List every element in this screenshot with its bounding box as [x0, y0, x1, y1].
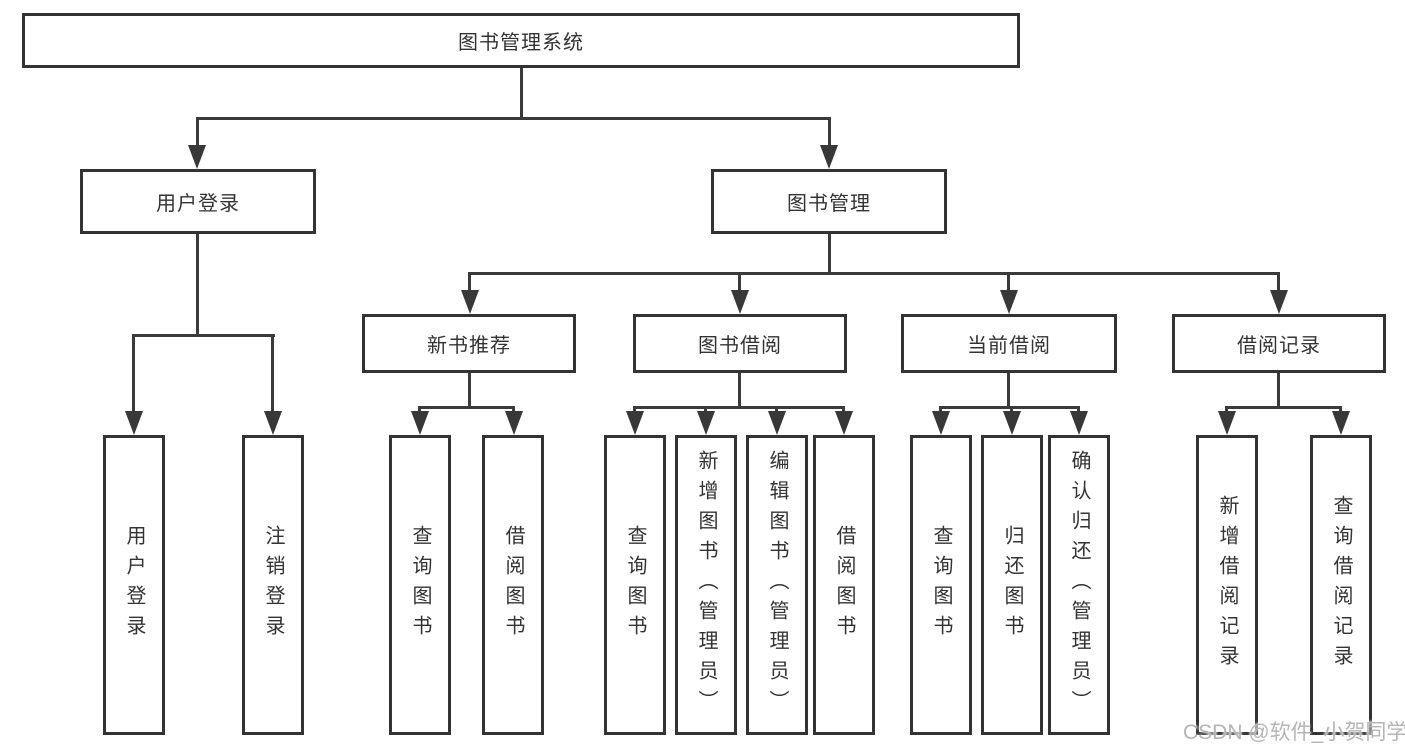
leaf-user-login-label: 用户登录: [123, 525, 145, 645]
node-borrow-records-label: 借阅记录: [1237, 335, 1321, 357]
node-new-book-recommend-label: 新书推荐: [427, 335, 511, 357]
arrowhead-down-icon: [1000, 290, 1018, 314]
connector-line: [520, 68, 523, 120]
arrowhead-down-icon: [505, 411, 523, 435]
arrowhead-down-icon: [1003, 411, 1021, 435]
leaf-add-borrow-record: 新增借阅记录: [1196, 435, 1258, 735]
node-new-book-recommend: 新书推荐: [362, 314, 576, 373]
connector-line: [196, 117, 199, 147]
leaf-borrow-books: 借阅图书: [813, 435, 875, 735]
connector-line: [132, 334, 135, 412]
arrowhead-down-icon: [768, 411, 786, 435]
node-book-borrow: 图书借阅: [633, 314, 847, 373]
connector-line: [939, 406, 1080, 409]
leaf-query-books-current: 查询图书: [910, 435, 972, 735]
arrowhead-down-icon: [697, 411, 715, 435]
arrowhead-down-icon: [731, 290, 749, 314]
arrowhead-down-icon: [264, 411, 282, 435]
leaf-return-book: 归还图书: [981, 435, 1043, 735]
node-root: 图书管理系统: [22, 13, 1020, 68]
arrowhead-down-icon: [411, 411, 429, 435]
arrowhead-down-icon: [626, 411, 644, 435]
connector-line: [738, 373, 741, 409]
node-user-login-label: 用户登录: [156, 193, 240, 215]
leaf-borrow-books-recommend-label: 借阅图书: [502, 525, 524, 645]
leaf-logout-label: 注销登录: [262, 525, 284, 645]
connector-line: [775, 406, 778, 412]
node-book-management-label: 图书管理: [787, 193, 871, 215]
connector-line: [468, 373, 471, 409]
arrowhead-down-icon: [125, 411, 143, 435]
connector-line: [633, 406, 845, 409]
node-root-label: 图书管理系统: [458, 32, 584, 54]
leaf-add-book-admin-label: 新增图书（管理员）: [695, 450, 717, 720]
connector-line: [828, 117, 831, 147]
connector-line: [132, 334, 275, 337]
connector-line: [828, 234, 831, 275]
connector-line: [738, 272, 741, 290]
arrowhead-down-icon: [932, 411, 950, 435]
node-book-borrow-label: 图书借阅: [698, 335, 782, 357]
leaf-user-login: 用户登录: [103, 435, 165, 735]
node-user-login: 用户登录: [80, 169, 316, 234]
arrowhead-down-icon: [461, 290, 479, 314]
leaf-query-books-borrow-label: 查询图书: [624, 525, 646, 645]
connector-line: [512, 406, 515, 412]
connector-line: [418, 406, 421, 412]
connector-line: [468, 272, 1280, 275]
leaf-confirm-return-admin-label: 确认归还（管理员）: [1068, 450, 1090, 720]
connector-line: [939, 406, 942, 412]
connector-line: [633, 406, 636, 412]
arrowhead-down-icon: [188, 145, 206, 169]
connector-line: [196, 234, 199, 337]
arrowhead-down-icon: [835, 411, 853, 435]
leaf-add-book-admin: 新增图书（管理员）: [675, 435, 737, 735]
node-book-management: 图书管理: [711, 169, 947, 234]
connector-line: [704, 406, 707, 412]
leaf-borrow-books-label: 借阅图书: [833, 525, 855, 645]
connector-line: [1339, 406, 1342, 412]
leaf-query-books-borrow: 查询图书: [604, 435, 666, 735]
connector-line: [418, 406, 515, 409]
connector-line: [1007, 272, 1010, 290]
leaf-query-borrow-record-label: 查询借阅记录: [1330, 495, 1352, 675]
connector-line: [1007, 373, 1010, 409]
node-borrow-records: 借阅记录: [1172, 314, 1386, 373]
node-current-borrow-label: 当前借阅: [967, 335, 1051, 357]
leaf-query-books-current-label: 查询图书: [930, 525, 952, 645]
connector-line: [468, 272, 471, 290]
leaf-add-borrow-record-label: 新增借阅记录: [1216, 495, 1238, 675]
leaf-borrow-books-recommend: 借阅图书: [482, 435, 544, 735]
leaf-edit-book-admin: 编辑图书（管理员）: [746, 435, 808, 735]
leaf-query-books-recommend: 查询图书: [389, 435, 451, 735]
csdn-watermark: CSDN @软件_小贺同学: [1183, 721, 1405, 744]
arrowhead-down-icon: [820, 145, 838, 169]
leaf-logout: 注销登录: [242, 435, 304, 735]
node-current-borrow: 当前借阅: [901, 314, 1117, 373]
connector-line: [196, 117, 831, 120]
connector-line: [1225, 406, 1228, 412]
arrowhead-down-icon: [1218, 411, 1236, 435]
connector-line: [1077, 406, 1080, 412]
leaf-query-books-recommend-label: 查询图书: [409, 525, 431, 645]
leaf-return-book-label: 归还图书: [1001, 525, 1023, 645]
leaf-confirm-return-admin: 确认归还（管理员）: [1048, 435, 1110, 735]
connector-line: [1010, 406, 1013, 412]
arrowhead-down-icon: [1332, 411, 1350, 435]
arrowhead-down-icon: [1270, 290, 1288, 314]
connector-line: [1225, 406, 1342, 409]
connector-line: [1277, 373, 1280, 409]
connector-line: [842, 406, 845, 412]
arrowhead-down-icon: [1070, 411, 1088, 435]
connector-line: [271, 334, 274, 412]
leaf-edit-book-admin-label: 编辑图书（管理员）: [766, 450, 788, 720]
connector-line: [1277, 272, 1280, 290]
leaf-query-borrow-record: 查询借阅记录: [1310, 435, 1372, 735]
